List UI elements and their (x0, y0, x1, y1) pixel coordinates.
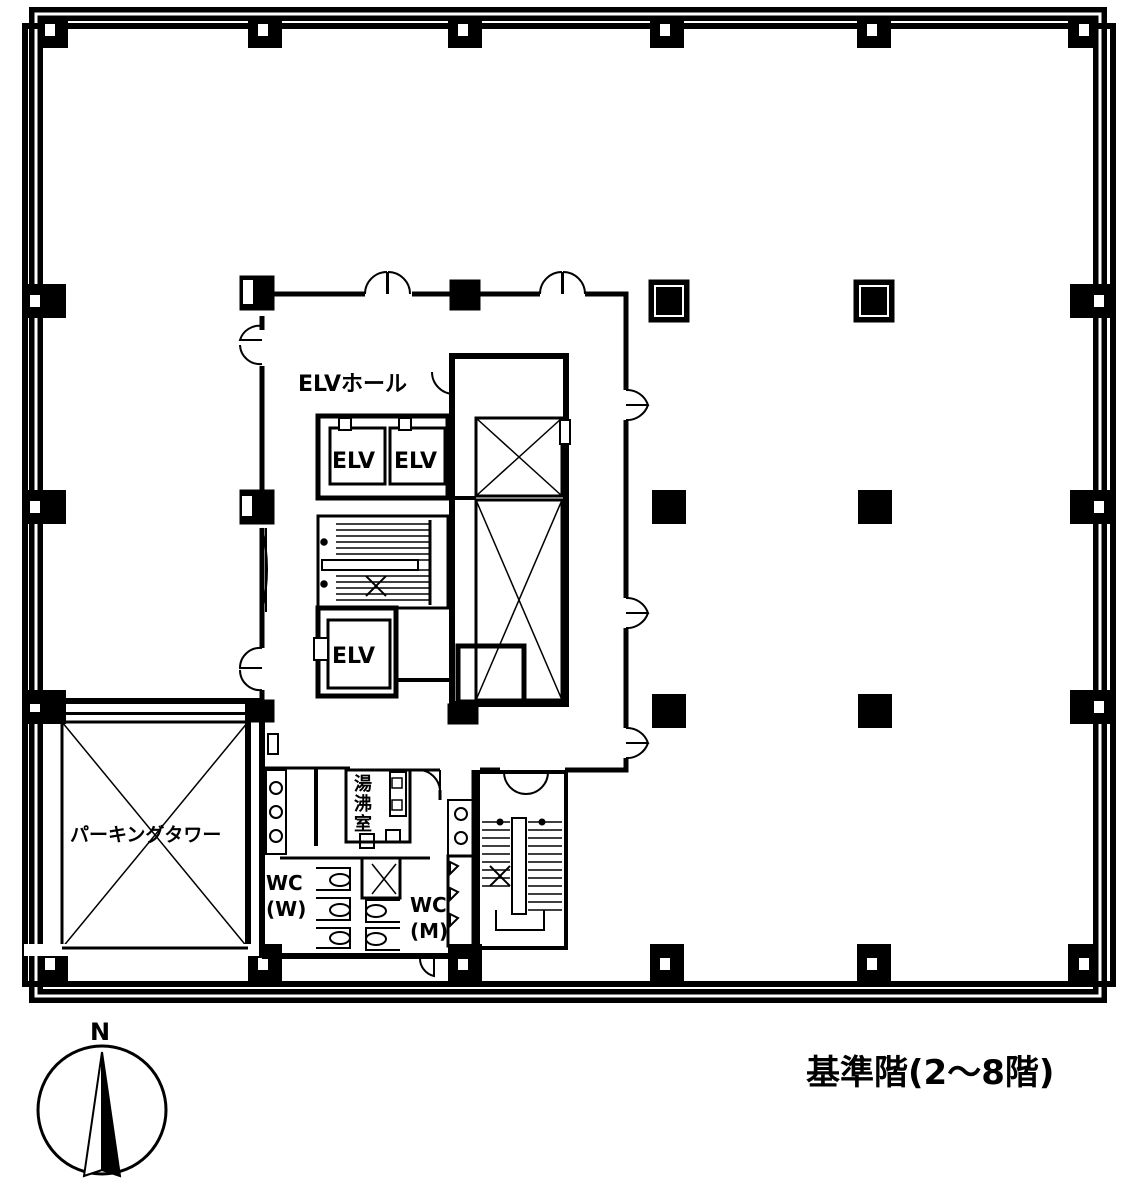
wc-men-label-2: (M) (410, 919, 448, 943)
parking-tower (24, 698, 260, 956)
perimeter-columns (24, 18, 1112, 984)
core-walls (259, 291, 629, 773)
wc-men-label-1: WC (410, 893, 447, 917)
compass-north-label: N (90, 1018, 110, 1046)
kettle-room-label-2: 沸 (354, 793, 372, 815)
elevator-block (313, 413, 451, 699)
shaft-block (394, 353, 571, 707)
kettle-room-label-1: 湯 (354, 774, 372, 795)
floor-title: 基準階(2〜8階) (806, 1053, 1054, 1093)
compass (36, 1044, 168, 1178)
wc-women-label-2: (W) (266, 897, 306, 921)
parking-tower-label: パーキングタワー (70, 823, 221, 846)
wet-core (259, 720, 480, 978)
interior-columns (648, 279, 895, 728)
east-stair (476, 770, 568, 950)
elv-label-1: ELV (332, 449, 375, 474)
kettle-room-label-3: 室 (354, 813, 372, 835)
elv-hall-label: ELVホール (298, 372, 407, 397)
center-stair (316, 514, 450, 610)
elv-label-2: ELV (394, 449, 437, 474)
core-columns (239, 275, 481, 725)
elv-label-3: ELV (332, 644, 375, 669)
wc-women-label-1: WC (266, 871, 303, 895)
